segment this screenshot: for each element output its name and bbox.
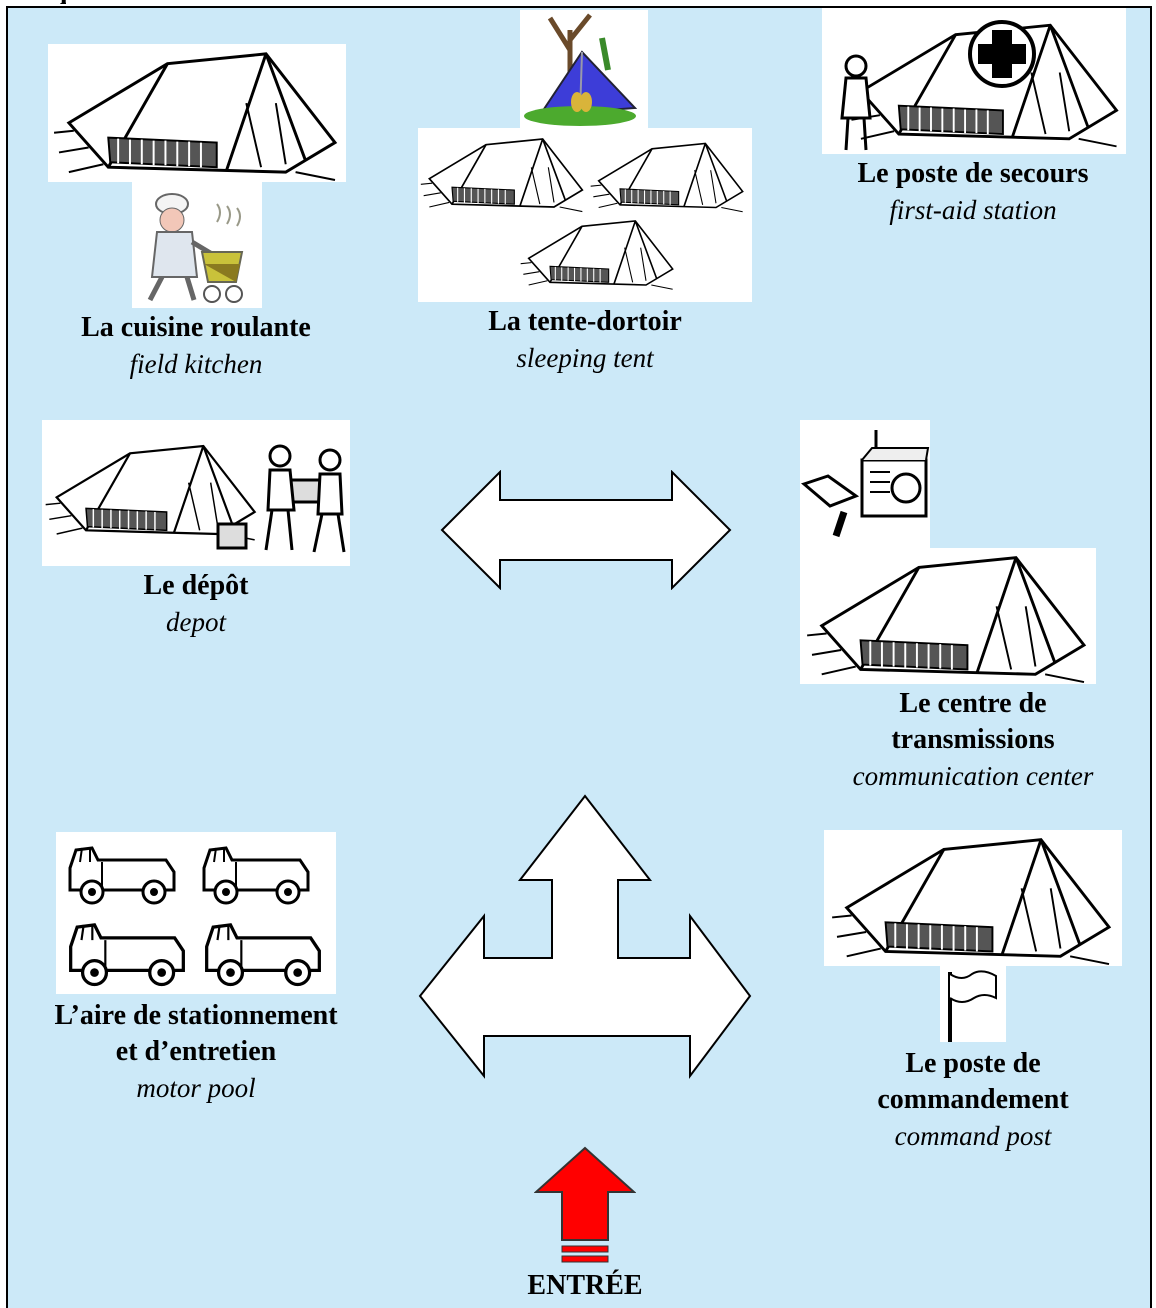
command-post-label: Le poste de commandement command post bbox=[800, 1046, 1146, 1154]
jeep-icon bbox=[204, 848, 308, 903]
camp-tent-icon bbox=[520, 10, 648, 128]
top-edge bbox=[66, 0, 1156, 6]
sleeping-tent-fr: La tente-dortoir bbox=[488, 306, 682, 337]
comm-center-fr-2: transmissions bbox=[891, 724, 1055, 755]
motor-pool-label: L’aire de stationnement et d’entretien m… bbox=[22, 998, 370, 1106]
soldiers-carrying-icon bbox=[216, 444, 346, 553]
sleeping-tent-en: sleeping tent bbox=[516, 343, 654, 373]
field-kitchen-en: field kitchen bbox=[129, 349, 263, 379]
depot-icon bbox=[42, 420, 350, 566]
tee-arrow-icon bbox=[418, 794, 752, 1118]
entrance-label: ENTRÉE bbox=[527, 1270, 643, 1301]
command-post-en: command post bbox=[894, 1121, 1052, 1151]
comm-center-label: Le centre de transmissions communication… bbox=[800, 686, 1146, 794]
flag-icon bbox=[940, 966, 1006, 1042]
motor-pool-fr-2: et d’entretien bbox=[115, 1036, 277, 1067]
comm-center-fr-1: Le centre de bbox=[899, 688, 1047, 719]
tent-icon bbox=[800, 548, 1096, 684]
first-aid-label: Le poste de secours first-aid station bbox=[800, 156, 1146, 228]
tent-icon bbox=[824, 830, 1122, 966]
field-kitchen-fr: La cuisine roulante bbox=[81, 312, 311, 343]
red-cross-icon bbox=[978, 30, 1026, 78]
jeep-icon bbox=[70, 848, 174, 903]
field-kitchen-label: La cuisine roulante field kitchen bbox=[20, 310, 372, 382]
depot-en: depot bbox=[166, 607, 226, 637]
jeep-icon bbox=[71, 925, 184, 985]
first-aid-fr: Le poste de secours bbox=[857, 158, 1089, 189]
double-arrow-icon bbox=[440, 470, 732, 590]
radio-icon bbox=[800, 420, 930, 550]
jeeps-icon bbox=[56, 832, 336, 994]
motor-pool-fr-1: L’aire de stationnement bbox=[54, 1000, 338, 1031]
entrance-arrow-icon bbox=[534, 1146, 636, 1266]
depot-label: Le dépôt depot bbox=[22, 568, 370, 640]
first-aid-en: first-aid station bbox=[889, 195, 1057, 225]
motor-pool-en: motor pool bbox=[136, 1073, 256, 1103]
tents-group-icon bbox=[418, 128, 752, 302]
cook-icon bbox=[132, 182, 262, 308]
comm-center-en: communication center bbox=[852, 761, 1094, 791]
command-post-fr-1: Le poste de bbox=[905, 1048, 1041, 1079]
command-post-fr-2: commandement bbox=[877, 1084, 1069, 1115]
tent-icon bbox=[48, 44, 346, 182]
medic-tent-icon bbox=[822, 8, 1126, 154]
jeep-icon bbox=[207, 925, 320, 985]
depot-fr: Le dépôt bbox=[143, 570, 249, 601]
sleeping-tent-label: La tente-dortoir sleeping tent bbox=[418, 304, 752, 376]
